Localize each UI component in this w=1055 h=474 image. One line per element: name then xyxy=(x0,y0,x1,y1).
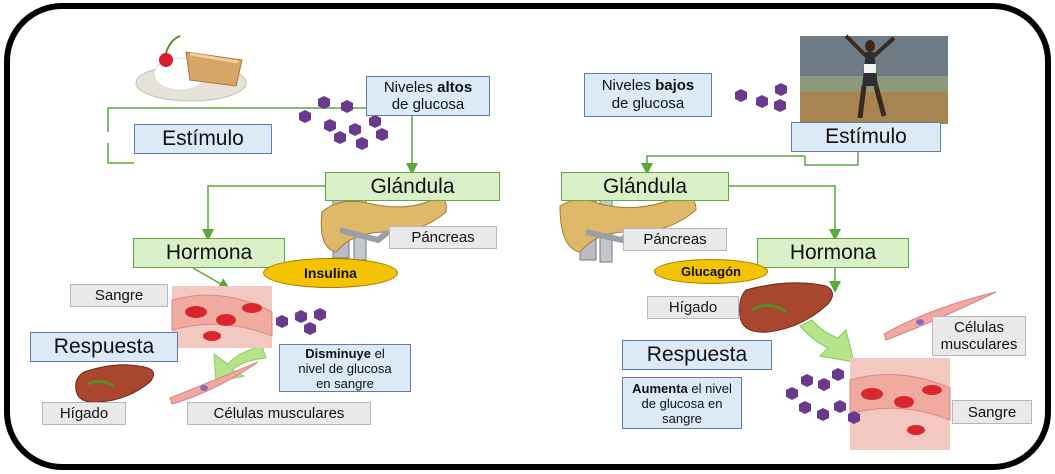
high-glucose-post: de glucosa xyxy=(392,96,465,113)
glucose-molecule-icon xyxy=(334,131,346,144)
response-box-left: Respuesta xyxy=(30,332,178,362)
glucose-molecule-icon xyxy=(786,387,798,400)
increase-rest1: el nivel xyxy=(688,381,732,396)
glucose-molecule-icon xyxy=(341,100,353,113)
glucose-molecule-icon xyxy=(276,315,288,328)
glucose-molecule-icon xyxy=(801,374,813,387)
decrease-bold: Disminuye xyxy=(305,346,371,361)
high-glucose-bold: altos xyxy=(437,79,472,96)
glucose-molecule-icon xyxy=(295,310,307,323)
glucose-molecule-icon xyxy=(774,99,786,112)
dessert-icon xyxy=(136,36,246,101)
gland-box-right: Glándula xyxy=(561,172,729,201)
glucose-molecule-icon xyxy=(304,322,316,335)
muscle-cells-label-right: Células musculares xyxy=(932,316,1026,356)
blood-label-left: Sangre xyxy=(70,284,168,307)
gland-box-left: Glándula xyxy=(325,172,500,201)
glucose-molecule-icon xyxy=(314,308,326,321)
stimulus-box-left: Estímulo xyxy=(134,124,272,154)
increase-bold: Aumenta xyxy=(632,381,688,396)
response-box-right: Respuesta xyxy=(622,340,772,370)
decrease-rest1: el xyxy=(371,346,385,361)
glucose-molecule-icon xyxy=(817,408,829,421)
insulin-label: Insulina xyxy=(263,258,398,288)
hormone-box-left: Hormona xyxy=(133,238,285,268)
low-glucose-bold: bajos xyxy=(655,77,694,94)
glucose-molecule-icon xyxy=(756,95,768,108)
muscle-cells-label-left: Células musculares xyxy=(187,402,371,425)
blood-vessel-icon xyxy=(172,286,272,348)
high-glucose-pre: Niveles xyxy=(384,79,437,96)
decrease-effect-label: Disminuye el nivel de glucosa en sangre xyxy=(279,344,411,392)
glucose-molecule-icon xyxy=(299,110,311,123)
decrease-rest3: en sangre xyxy=(316,376,374,391)
glucose-molecule-icon xyxy=(775,83,787,96)
glucose-molecule-icon xyxy=(834,400,846,413)
liver-label-right: Hígado xyxy=(647,296,739,319)
glucose-molecule-icon xyxy=(324,119,336,132)
glucagon-label: Glucagón xyxy=(654,259,768,284)
liver-icon xyxy=(76,365,154,402)
athlete-photo-icon xyxy=(800,36,948,124)
glucose-molecule-icon xyxy=(799,401,811,414)
decrease-rest2: nivel de glucosa xyxy=(298,361,391,376)
stimulus-box-right: Estímulo xyxy=(791,122,941,152)
muscle-cells-line1: Células xyxy=(954,319,1004,336)
blood-label-right: Sangre xyxy=(952,400,1032,424)
low-glucose-label: Niveles bajos de glucosa xyxy=(584,73,712,117)
low-glucose-post: de glucosa xyxy=(612,95,685,113)
pancreas-label-right: Páncreas xyxy=(623,228,727,251)
glucose-molecule-icon xyxy=(818,378,830,391)
blood-vessel-icon xyxy=(850,358,950,450)
glucose-molecule-icon xyxy=(735,89,747,102)
high-glucose-label: Niveles altos de glucosa xyxy=(366,76,490,116)
increase-effect-label: Aumenta el nivel de glucosa en sangre xyxy=(622,377,742,429)
increase-rest2: de glucosa en xyxy=(642,396,723,411)
glucose-molecule-icon xyxy=(832,368,844,381)
glucose-molecule-icon xyxy=(356,137,368,150)
liver-label-left: Hígado xyxy=(42,402,126,425)
pancreas-label-left: Páncreas xyxy=(389,226,497,249)
increase-rest3: sangre xyxy=(662,411,702,426)
low-glucose-pre: Niveles xyxy=(602,77,655,94)
glucose-molecule-icon xyxy=(318,96,330,109)
hormone-box-right: Hormona xyxy=(757,238,909,268)
glucose-molecule-icon xyxy=(349,123,361,136)
liver-icon xyxy=(740,283,833,332)
muscle-cell-icon xyxy=(170,362,258,404)
glucose-molecule-icon xyxy=(369,115,381,128)
muscle-cells-line2: musculares xyxy=(941,336,1018,353)
glucose-molecule-icon xyxy=(376,128,388,141)
